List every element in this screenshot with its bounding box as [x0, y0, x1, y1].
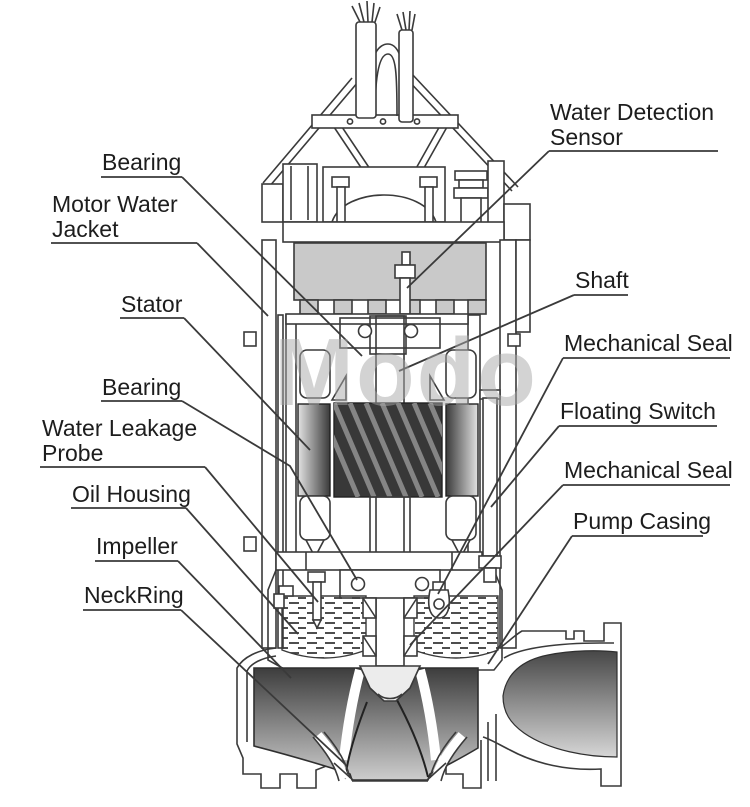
- label-shaft: Shaft: [575, 267, 629, 293]
- label-water-detection-sensor: Water Detection Sensor: [550, 99, 715, 151]
- motor-cap: [293, 242, 487, 315]
- rotor-part: [333, 402, 443, 498]
- power-cables: [351, 0, 416, 123]
- label-motor-water-jacket: Motor Water Jacket: [52, 191, 178, 243]
- label-bearing-lower: Bearing: [102, 374, 182, 400]
- cable-gland: [453, 170, 489, 225]
- label-oil-housing: Oil Housing: [72, 481, 191, 507]
- water-detection-sensor-part: [394, 251, 416, 315]
- label-underlines: [40, 150, 730, 611]
- label-impeller: Impeller: [96, 533, 178, 559]
- volute-passage: [502, 650, 618, 758]
- label-floating-switch: Floating Switch: [560, 398, 716, 424]
- stator-part: [297, 349, 479, 559]
- label-water-leakage-probe: Water Leakage Probe: [42, 415, 198, 467]
- mechanical-seal-parts: [362, 597, 418, 657]
- bearing-plate: [285, 313, 469, 325]
- bearing-bottom-part: [275, 551, 483, 599]
- label-mechanical-seal-lower: Mechanical Seal: [564, 457, 733, 483]
- label-neck-ring: NeckRing: [84, 582, 184, 608]
- shaft-cone-nut: [358, 665, 422, 702]
- label-mechanical-seal-upper: Mechanical Seal: [564, 330, 733, 356]
- float-sensor-bulb: [427, 581, 451, 619]
- label-stator: Stator: [121, 291, 183, 317]
- leader-lines: [177, 150, 575, 765]
- label-pump-casing: Pump Casing: [573, 508, 712, 534]
- neck-ring-part: [312, 731, 468, 782]
- motor-top-plate: [261, 160, 531, 243]
- float-switch-tube-part: [478, 389, 502, 583]
- pump-casing-part: [236, 622, 622, 789]
- label-bearing-top: Bearing: [102, 149, 182, 175]
- lifting-frame: [262, 72, 519, 192]
